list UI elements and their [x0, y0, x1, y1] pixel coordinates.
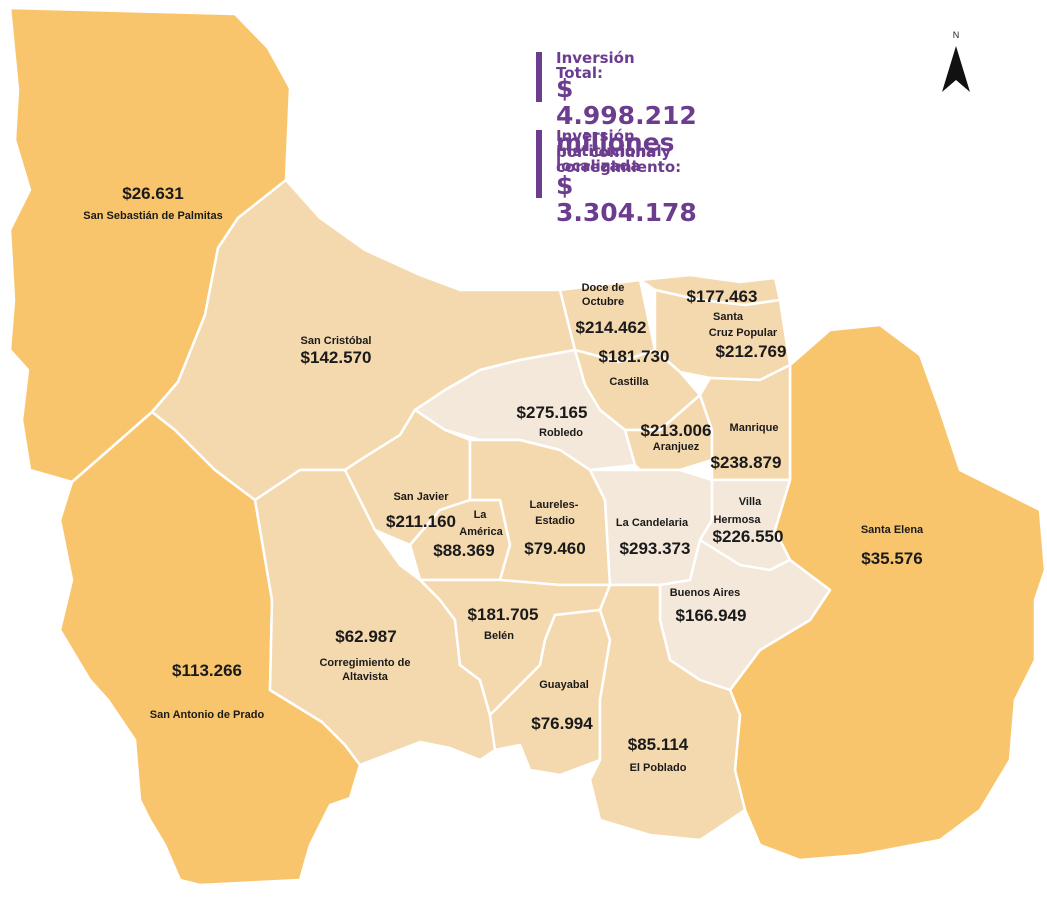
- legend-accent-bar: [536, 130, 542, 198]
- region-name: Estadio: [535, 515, 575, 527]
- region-value: $113.266: [172, 661, 242, 680]
- region-value: $293.373: [620, 539, 691, 558]
- region-value: $226.550: [713, 527, 784, 546]
- region-value: $181.730: [599, 347, 670, 366]
- region-name: La: [474, 509, 488, 521]
- region-value: $238.879: [711, 453, 782, 472]
- region-name: San Sebastián de Palmitas: [83, 210, 222, 222]
- region-name: Altavista: [342, 671, 389, 683]
- total-investment-value: $ 4.998.212 millones: [556, 74, 697, 157]
- region-value: $275.165: [517, 403, 588, 422]
- region-name: América: [459, 526, 503, 538]
- region-name: Santa Elena: [861, 524, 924, 536]
- institutional-investment-label: Inversión Institucional localizada: [556, 127, 662, 175]
- north-arrow-icon: N: [940, 30, 972, 100]
- region-manrique[interactable]: [698, 363, 792, 482]
- region-name: Cruz Popular: [709, 327, 778, 339]
- region-value: $212.769: [716, 342, 787, 361]
- region-el-poblado[interactable]: [588, 583, 747, 842]
- region-name: Corregimiento de: [319, 657, 410, 669]
- region-value: $85.114: [628, 735, 689, 754]
- region-value: $26.631: [122, 184, 183, 203]
- region-name: Aranjuez: [653, 441, 700, 453]
- region-value: $62.987: [335, 627, 396, 646]
- region-name: Doce de: [582, 282, 625, 294]
- region-name: San Antonio de Prado: [150, 709, 265, 721]
- region-name: Hermosa: [713, 514, 761, 526]
- region-value: $35.576: [861, 549, 922, 568]
- region-value: $211.160: [386, 512, 456, 531]
- region-name: Villa: [739, 496, 762, 508]
- institutional-investment-value: $ 3.304.178: [556, 171, 697, 227]
- region-name: San Javier: [393, 491, 449, 503]
- region-value: $142.570: [301, 348, 372, 367]
- region-value: $79.460: [524, 539, 585, 558]
- region-value: $214.462: [576, 318, 647, 337]
- region-name: San Cristóbal: [301, 335, 372, 347]
- north-label: N: [952, 30, 960, 40]
- region-value: $166.949: [676, 606, 747, 625]
- region-name: La Candelaria: [616, 517, 689, 529]
- region-value: $177.463: [687, 287, 758, 306]
- region-name: Buenos Aires: [670, 587, 741, 599]
- region-name: Santa: [713, 311, 744, 323]
- region-value: $76.994: [531, 714, 593, 733]
- region-value: $181.705: [468, 605, 539, 624]
- legend-accent-bar: [536, 52, 542, 102]
- region-name: Octubre: [582, 296, 624, 308]
- region-name: Manrique: [730, 422, 779, 434]
- north-arrow-glyph: [942, 46, 970, 92]
- region-name: Belén: [484, 630, 514, 642]
- region-value: $213.006: [641, 421, 712, 440]
- region-name: Robledo: [539, 427, 583, 439]
- region-value: $88.369: [433, 541, 494, 560]
- total-investment-label: Inversión Total:: [556, 49, 635, 82]
- region-name: Laureles-: [530, 499, 579, 511]
- region-name: El Poblado: [630, 762, 687, 774]
- institutional-investment-label: por comuna y corregimiento:: [556, 143, 682, 176]
- region-name: Guayabal: [539, 679, 589, 691]
- region-name: Castilla: [609, 376, 649, 388]
